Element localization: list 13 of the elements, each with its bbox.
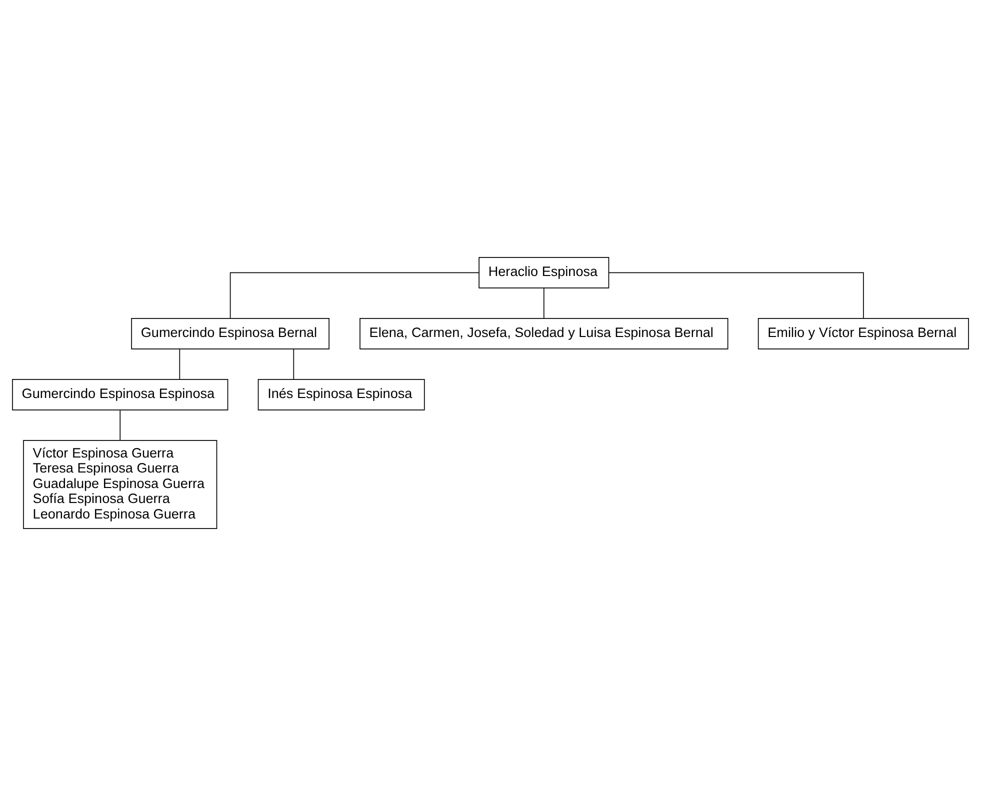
connector <box>120 410 121 441</box>
node-box: Elena, Carmen, Josefa, Soledad y Luisa Espinosa Bernal <box>360 318 728 350</box>
connector <box>293 348 294 380</box>
node-box: Gumercindo Espinosa Espinosa <box>12 379 228 410</box>
connector <box>608 272 864 319</box>
connector <box>230 272 480 319</box>
node-box: Heraclio Espinosa <box>478 256 610 288</box>
node-box: Víctor Espinosa Guerra Teresa Espinosa Guerra Guadalupe Espinosa Guerra Sofía Espinosa Guerra Leonardo Espinosa Guerra <box>23 440 218 530</box>
connector <box>179 348 180 380</box>
node-box: Emilio y Víctor Espinosa Bernal <box>758 318 969 350</box>
connector <box>543 288 544 318</box>
node-box: Gumercindo Espinosa Bernal <box>131 318 330 350</box>
node-box: Inés Espinosa Espinosa <box>258 379 425 410</box>
